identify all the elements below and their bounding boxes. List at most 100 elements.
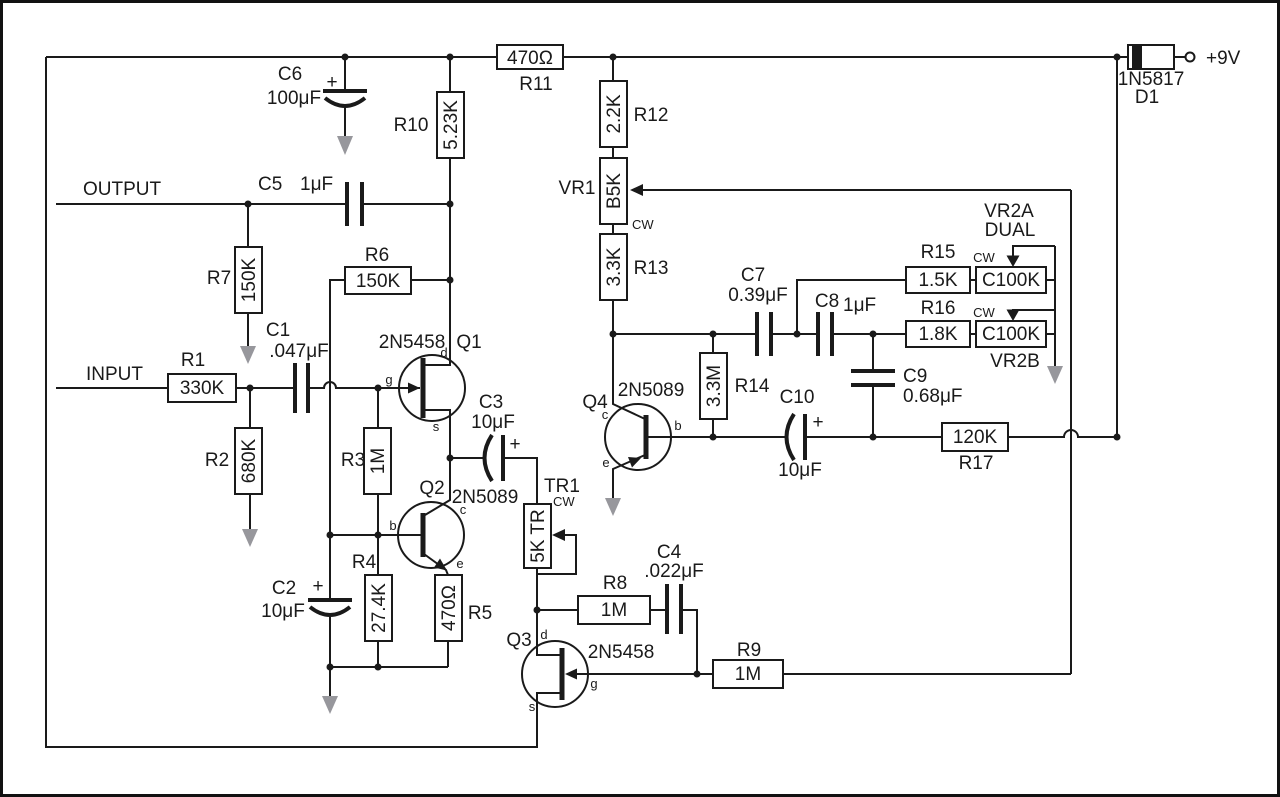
r6-value: 150K	[356, 271, 401, 292]
r14-ref: R14	[735, 376, 770, 397]
d1-part: 1N5817	[1118, 69, 1185, 90]
resistor-r5: R5 470Ω	[434, 574, 492, 642]
r11-ref: R11	[519, 74, 552, 95]
c4-ref: C4	[657, 542, 682, 563]
junction-dots	[244, 53, 1121, 678]
r17-ref: R17	[959, 453, 994, 474]
resistor-r2: R2 680K	[205, 427, 263, 495]
capacitor-c4: C4 .022μF	[644, 542, 704, 634]
c3-ref: C3	[479, 392, 503, 413]
r3-ref: R3	[341, 450, 365, 471]
vr2a-wiper-arrow-icon	[1006, 255, 1020, 267]
capacitor-c2: C2 10μF +	[261, 576, 352, 622]
r9-ref: R9	[737, 640, 761, 661]
ground-arrow-c2	[322, 696, 338, 714]
ground-symbols	[240, 136, 1063, 714]
r15-value: 1.5K	[918, 270, 957, 291]
c8-ref: C8	[815, 291, 839, 312]
q3-pin-drain: d	[540, 627, 547, 642]
r8-ref: R8	[603, 573, 627, 594]
r13-value: 3.3K	[604, 247, 625, 286]
r12-value: 2.2K	[604, 94, 625, 133]
c10-polarity: +	[812, 412, 823, 433]
capacitor-c8: C8 1μF	[815, 291, 876, 356]
r2-ref: R2	[205, 450, 229, 471]
q2-pin-emitter: e	[456, 556, 463, 571]
r10-value: 5.23K	[441, 100, 462, 150]
c2-value: 10μF	[261, 601, 305, 622]
r9-value: 1M	[735, 664, 761, 685]
c10-ref: C10	[780, 387, 815, 408]
r7-value: 150K	[239, 257, 260, 302]
ground-arrow-q4	[605, 498, 621, 516]
c3-value: 10μF	[471, 412, 515, 433]
resistor-r12: R12 2.2K	[599, 80, 669, 148]
q2-part: 2N5089	[452, 487, 519, 508]
resistor-r9: R9 1M	[712, 640, 784, 689]
q4-part: 2N5089	[618, 380, 685, 401]
vr1-cw-label: CW	[632, 217, 654, 232]
capacitor-c10: C10 + 10μF	[778, 387, 823, 481]
r6-ref: R6	[365, 245, 389, 266]
q3-pin-source: s	[529, 699, 536, 714]
c4-value: .022μF	[644, 561, 704, 582]
vr2a-cw-label: CW	[973, 250, 995, 265]
capacitor-c5: C5 1μF	[258, 174, 364, 226]
supply-terminal	[1184, 51, 1196, 63]
transistor-q1: 2N5458 Q1 g d s	[379, 332, 482, 434]
capacitor-c9: C9 0.68μF	[851, 366, 963, 407]
potentiometer-vr2b: CW C100K VR2B	[973, 305, 1047, 372]
r2-value: 680K	[239, 438, 260, 483]
q3-part: 2N5458	[588, 642, 655, 663]
diode-cathode-band	[1132, 45, 1142, 69]
resistor-r11: 470Ω R11	[496, 44, 564, 95]
q2-pin-collector: c	[460, 502, 467, 517]
r5-ref: R5	[468, 603, 492, 624]
r7-ref: R7	[207, 268, 231, 289]
resistor-r1: R1 330K	[167, 350, 237, 403]
q1-pin-gate: g	[385, 372, 392, 387]
q3-pin-gate: g	[590, 676, 597, 691]
r5-value: 470Ω	[439, 585, 460, 631]
r12-ref: R12	[634, 105, 669, 126]
q3-ref: Q3	[506, 630, 531, 651]
vr2b-cw-label: CW	[973, 305, 995, 320]
r8-value: 1M	[601, 600, 627, 621]
c2-polarity: +	[312, 576, 323, 597]
ground-arrow-r7	[240, 346, 256, 364]
r16-value: 1.8K	[918, 324, 957, 345]
c7-ref: C7	[741, 265, 765, 286]
c6-value: 100μF	[267, 88, 321, 109]
c5-ref: C5	[258, 174, 282, 195]
transistor-q2: Q2 2N5089 b c e	[389, 478, 518, 571]
r13-ref: R13	[634, 258, 669, 279]
capacitor-c6: C6 100μF +	[267, 64, 367, 109]
ground-arrow-r2	[242, 529, 258, 547]
c6-ref: C6	[278, 64, 302, 85]
resistor-r8: R8 1M	[577, 573, 651, 625]
output-label: OUTPUT	[83, 179, 162, 200]
r15-ref: R15	[921, 242, 956, 263]
capacitor-c1: C1 .047μF	[266, 320, 329, 413]
resistor-r3: R3 1M	[341, 427, 392, 495]
supply-label: +9V	[1206, 48, 1241, 69]
q4-pin-emitter: e	[602, 455, 609, 470]
resistor-r7: R7 150K	[207, 246, 263, 314]
r14-value: 3.3M	[704, 365, 725, 407]
c9-ref: C9	[903, 366, 927, 387]
q2-emitter-arrow-icon	[434, 558, 447, 571]
resistor-r13: R13 3.3K	[599, 233, 669, 301]
c10-value: 10μF	[778, 460, 822, 481]
potentiometer-vr1: VR1 B5K CW	[559, 157, 654, 232]
c8-value: 1μF	[843, 295, 876, 316]
vr1-ref: VR1	[559, 178, 596, 199]
diode-d1: +9V 1N5817 D1	[1118, 44, 1241, 108]
c5-value: 1μF	[300, 174, 333, 195]
vr2b-wiper-arrow-icon	[1006, 309, 1020, 321]
c1-value: .047μF	[269, 341, 329, 362]
tr1-wiper-arrow-icon	[552, 529, 565, 541]
trimmer-tr1: TR1 CW 5K TR	[523, 476, 580, 569]
q1-part: 2N5458	[379, 332, 446, 353]
r10-ref: R10	[394, 115, 429, 136]
